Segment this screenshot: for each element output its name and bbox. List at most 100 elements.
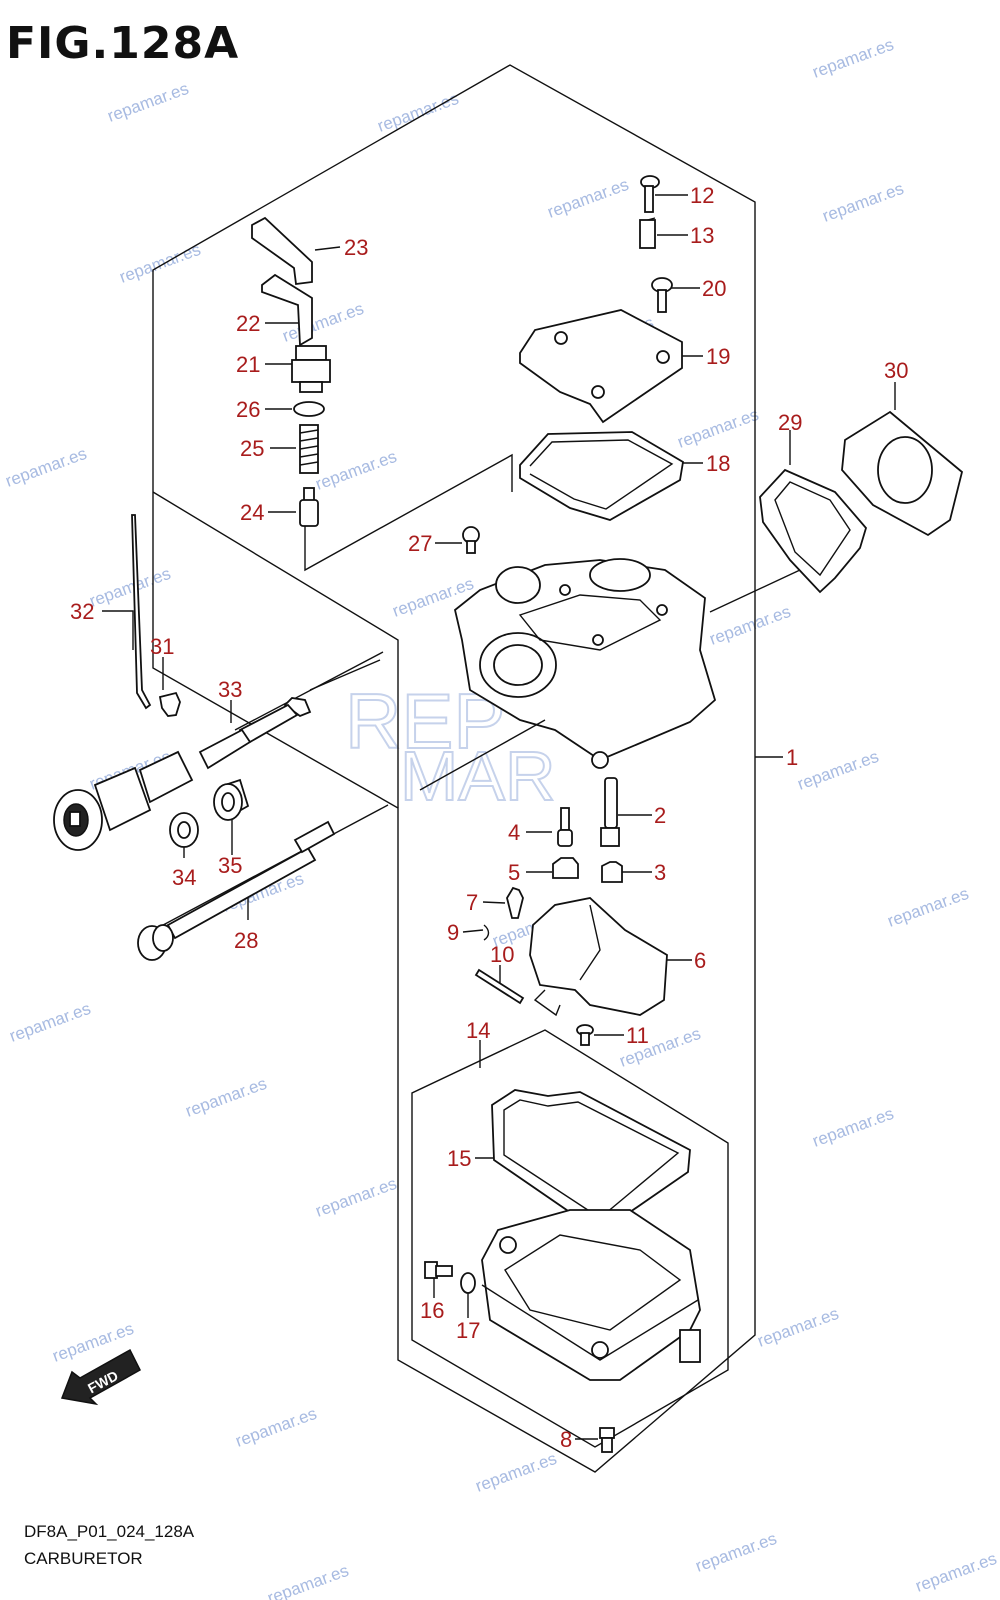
part-14-float-chamber (481, 1209, 701, 1381)
part-17-o-ring (460, 1272, 476, 1294)
part-6-float (529, 897, 668, 1017)
callout-9: 9 (447, 920, 459, 945)
part-4-main-jet-needle (557, 807, 573, 847)
watermark-text: repamar.es (810, 1104, 896, 1151)
part-24-needle (299, 487, 319, 527)
callout-labels: 1 2 3 4 5 6 7 8 9 10 11 12 13 14 15 16 1… (70, 183, 908, 1452)
part-3-main-jet (601, 861, 623, 883)
watermark-logo-bottom: MAR (400, 737, 556, 815)
part-16-drain-screw (424, 1261, 453, 1279)
callout-34: 34 (172, 865, 196, 890)
part-1-carburetor-body (453, 558, 717, 769)
part-35-grommet (213, 778, 250, 821)
part-29-gasket (759, 468, 868, 594)
callout-18: 18 (706, 451, 730, 476)
callout-14: 14 (466, 1018, 490, 1043)
watermark-text: repamar.es (675, 405, 761, 452)
part-28-bolt (137, 820, 336, 961)
callout-4: 4 (508, 820, 520, 845)
assembly-outline (152, 64, 756, 1473)
watermark-text: repamar.es (810, 35, 896, 82)
callout-3: 3 (654, 860, 666, 885)
part-12-screw (640, 175, 660, 213)
callout-15: 15 (447, 1146, 471, 1171)
part-27-screw (462, 526, 480, 554)
callout-13: 13 (690, 223, 714, 248)
part-10-float-pin (474, 968, 525, 1005)
watermark-text: repamar.es (693, 1529, 779, 1576)
part-23-hose-elbow (251, 216, 313, 286)
part-20-screw (651, 277, 673, 313)
part-7-float-valve (506, 886, 524, 919)
parts (53, 175, 964, 1453)
figure-title: FIG.128A (6, 18, 240, 69)
callout-35: 35 (218, 853, 242, 878)
part-8-drain-screw (599, 1427, 615, 1453)
watermark-text: repamar.es (7, 999, 93, 1046)
callout-27: 27 (408, 531, 432, 556)
watermark-text: repamar.es (820, 179, 906, 226)
upper-group-step (304, 453, 513, 572)
callout-28: 28 (234, 928, 258, 953)
callout-11: 11 (626, 1023, 649, 1048)
watermark-text: repamar.es (545, 175, 631, 222)
part-18-gasket (519, 431, 684, 521)
callout-32: 32 (70, 599, 94, 624)
callout-10: 10 (490, 942, 514, 967)
callout-29: 29 (778, 410, 802, 435)
leader-32 (102, 610, 134, 650)
callout-30: 30 (884, 358, 908, 383)
watermark-text: repamar.es (313, 1174, 399, 1221)
callout-21: 21 (236, 352, 260, 377)
watermark-text: repamar.es (755, 1304, 841, 1351)
watermark-text: repamar.es (375, 89, 461, 136)
watermark-text: repamar.es (3, 444, 89, 491)
watermark-text: repamar.es (87, 564, 173, 611)
callout-1: 1 (786, 745, 798, 770)
part-19-plate (519, 309, 683, 424)
float-bowl-group-boundary (411, 1029, 729, 1448)
callout-23: 23 (344, 235, 368, 260)
part-31-clip (158, 691, 181, 717)
watermark-text: repamar.es (265, 1561, 351, 1600)
leader-7 (482, 901, 506, 904)
callout-20: 20 (702, 276, 726, 301)
leader-9 (462, 929, 484, 933)
watermark-text: repamar.es (280, 299, 366, 346)
callout-26: 26 (236, 397, 260, 422)
figure-code: DF8A_P01_024_128A (24, 1522, 195, 1541)
part-13-spring (639, 217, 656, 249)
watermark-text: repamar.es (117, 240, 203, 287)
watermark-text: repamar.es (105, 79, 191, 126)
part-9-clip (483, 924, 490, 941)
part-5-cap (552, 857, 579, 879)
axis-line-intake (709, 569, 801, 613)
part-33-choke-cable (53, 659, 381, 851)
callout-17: 17 (456, 1318, 480, 1343)
callout-5: 5 (508, 860, 520, 885)
part-11-screw (576, 1024, 594, 1046)
part-22-hose (261, 273, 313, 347)
callout-8: 8 (560, 1427, 572, 1452)
watermark-text: repamar.es (183, 1074, 269, 1121)
figure-caption: CARBURETOR (24, 1549, 143, 1568)
part-34-nut (169, 812, 199, 848)
leader-23 (314, 246, 341, 251)
callout-24: 24 (240, 500, 264, 525)
axis-line-throttle (419, 719, 546, 791)
watermark-text: repamar.es (795, 747, 881, 794)
callout-16: 16 (420, 1298, 444, 1323)
part-2-emulsion-tube (600, 777, 620, 847)
watermark-text: repamar.es (885, 884, 971, 931)
part-32-rod (131, 514, 152, 710)
part-30-insulator (841, 410, 964, 537)
watermark-text: repamar.es (313, 447, 399, 494)
part-15-gasket (491, 1089, 691, 1231)
callout-33: 33 (218, 677, 242, 702)
watermark-text: repamar.es (913, 1549, 999, 1596)
watermark-text: repamar.es (707, 602, 793, 649)
callout-6: 6 (694, 948, 706, 973)
callout-2: 2 (654, 803, 666, 828)
